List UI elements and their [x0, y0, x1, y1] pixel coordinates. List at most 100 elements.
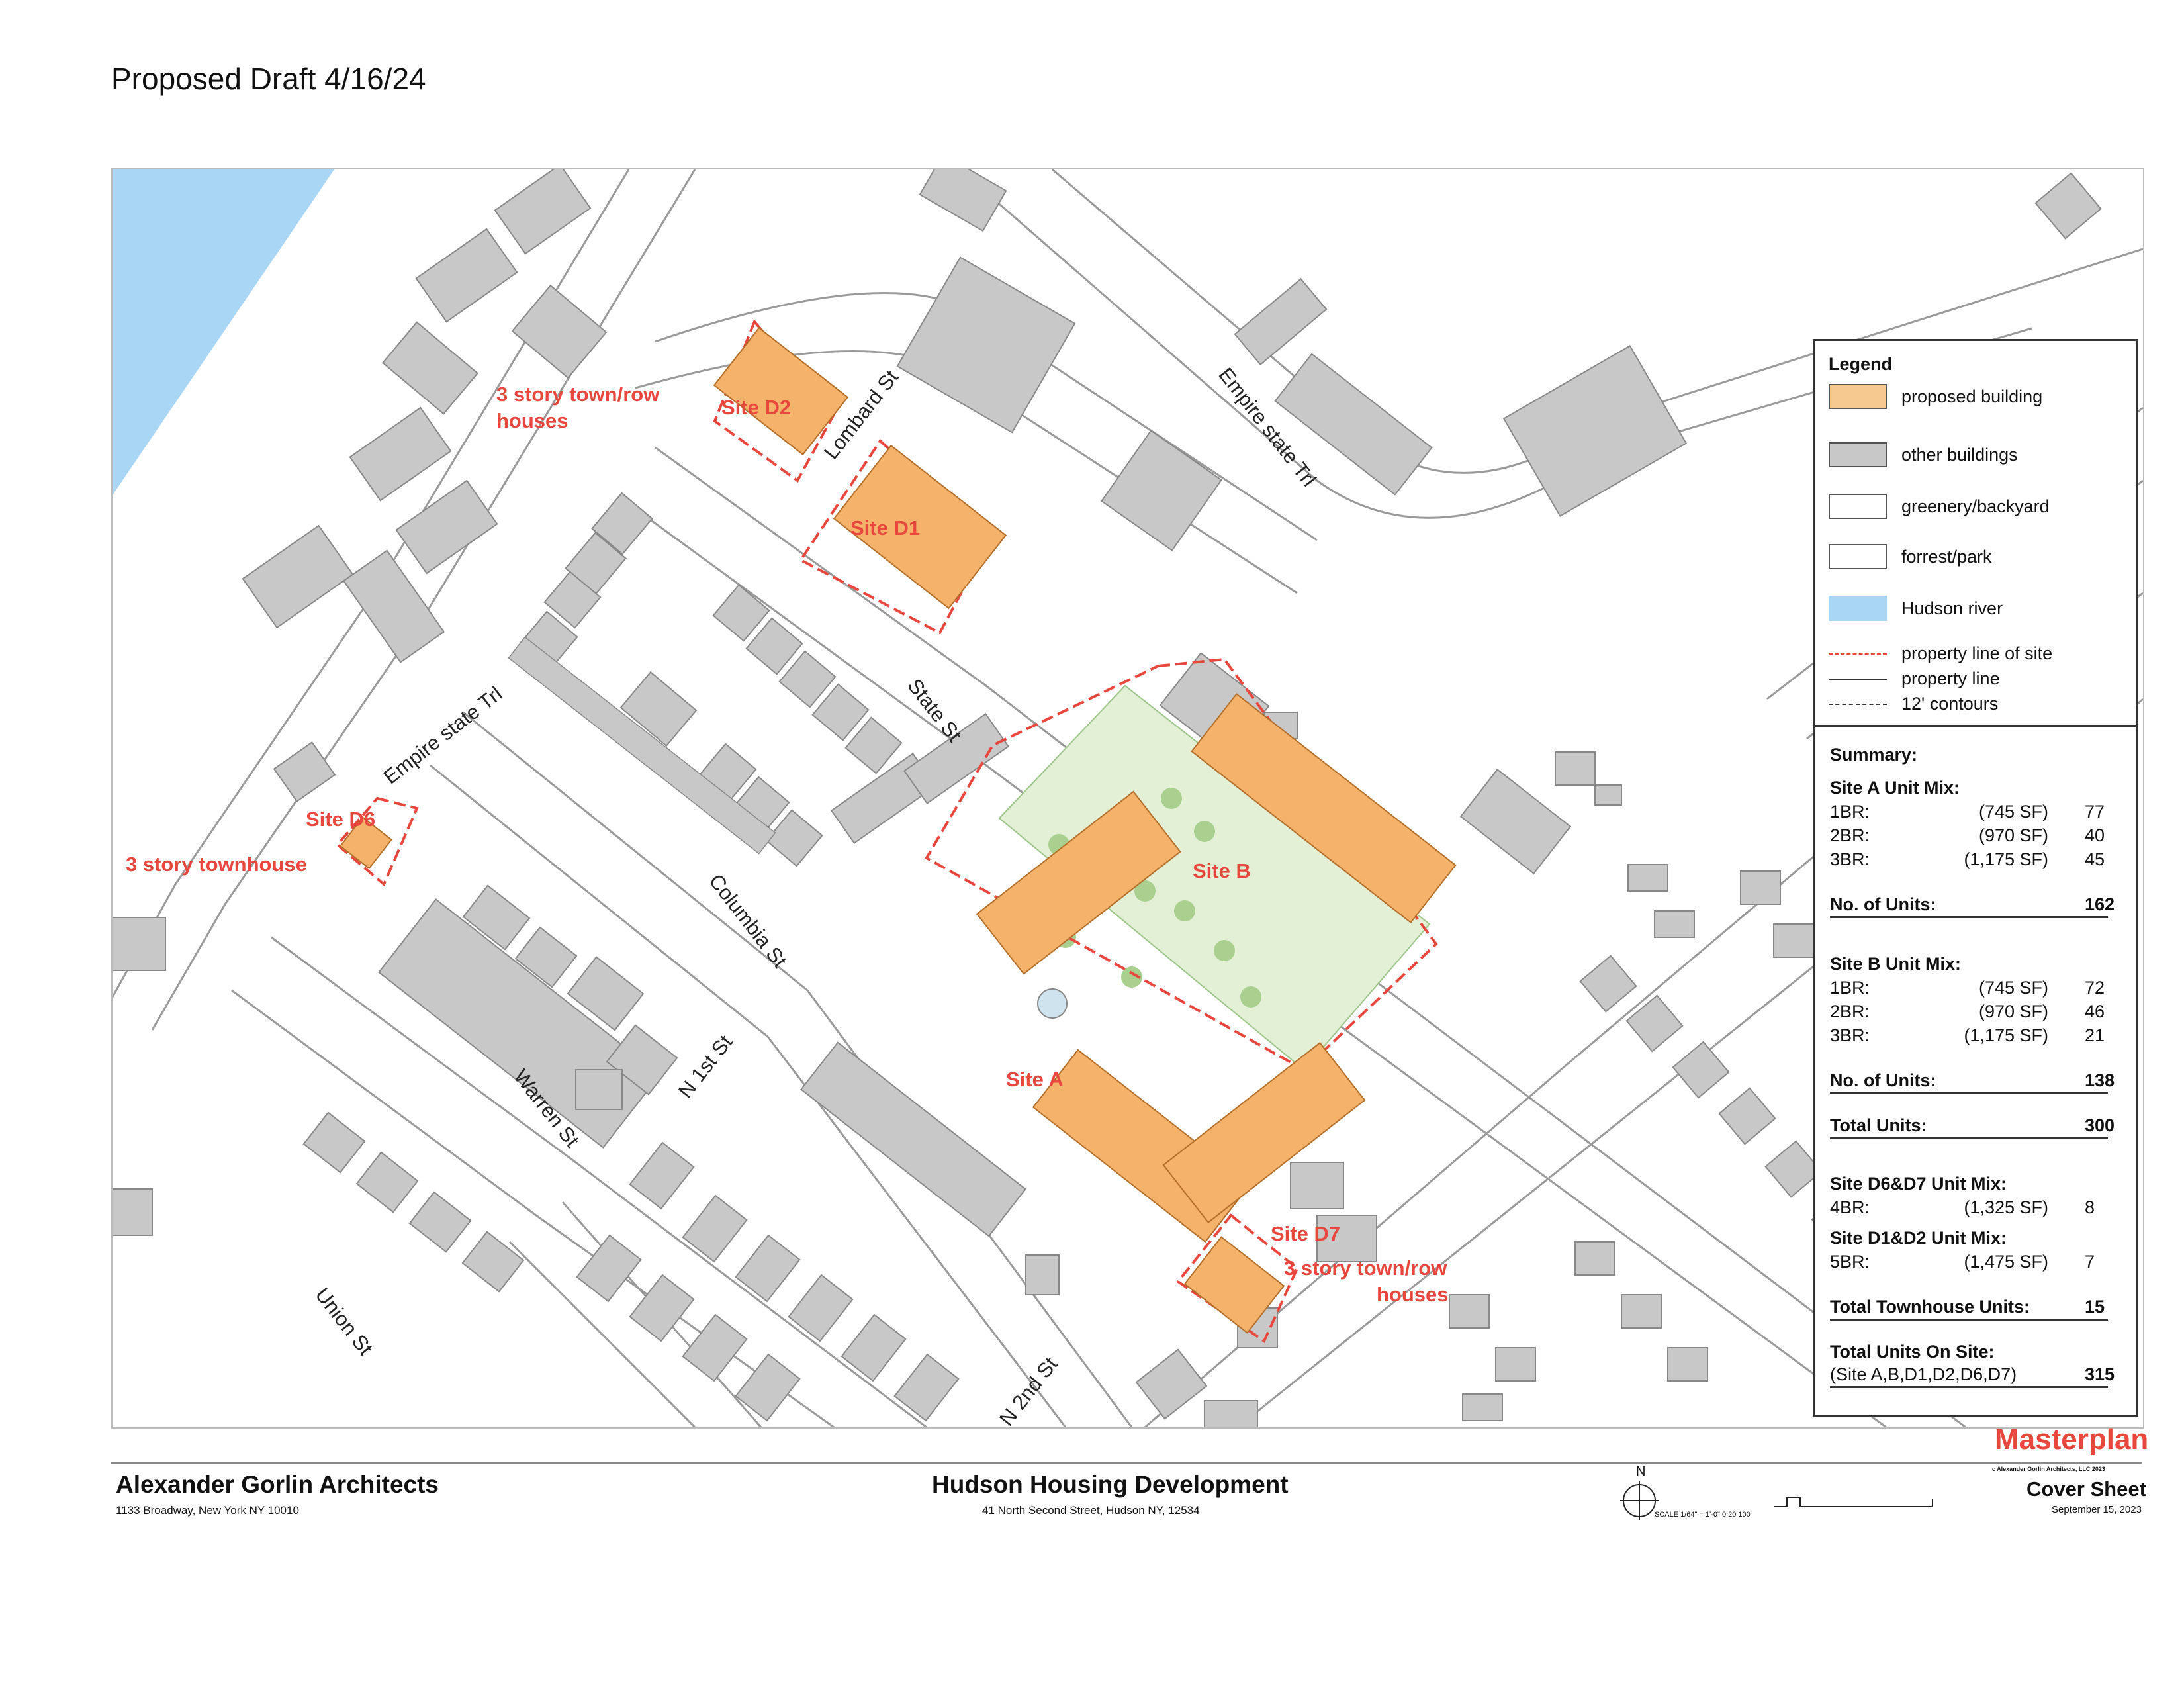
d6d7-type: 4BR: [1830, 1197, 1870, 1217]
legend-item-contours: 12' contours [1829, 689, 1998, 718]
proposed-buildings [339, 326, 1457, 1334]
site-b-2br-sf: (970 SF) [1978, 1002, 2048, 1021]
legend-item-proposed: proposed building [1829, 382, 2042, 411]
legend-label-other: other buildings [1901, 444, 2018, 465]
north-label: N [1636, 1464, 1646, 1479]
legend-item-other: other buildings [1829, 440, 2018, 469]
scale-bar-icon [1774, 1497, 1933, 1507]
copyright: c Alexander Gorlin Architects, LLC 2023 [1992, 1466, 2105, 1472]
site-label-d1: Site D1 [850, 516, 920, 539]
townhouse-units-value: 15 [2085, 1297, 2105, 1317]
legend-item-prop-line: property line [1829, 664, 2000, 693]
site-a-units-label: No. of Units: [1830, 894, 1936, 914]
onsite-units-label: Total Units On Site: [1830, 1342, 1995, 1362]
total-units-label: Total Units: [1830, 1115, 1927, 1135]
site-a-2br-count: 40 [2085, 825, 2105, 845]
site-label-d2: Site D2 [721, 396, 791, 419]
site-b-3br-sf: (1,175 SF) [1964, 1025, 2048, 1045]
legend-panel: Legend proposed building other buildings… [1813, 339, 2138, 1417]
total-units-value: 300 [2085, 1115, 2115, 1135]
legend-item-site-line: property line of site [1829, 639, 2052, 668]
street-label-union: Union St [310, 1284, 377, 1360]
project-name: Hudson Housing Development [932, 1471, 1289, 1498]
site-a-units-value: 162 [2085, 894, 2115, 914]
site-b-2br-type: 2BR: [1830, 1002, 1870, 1021]
site-a-1br-type: 1BR: [1830, 802, 1870, 821]
site-a-2br-type: 2BR: [1830, 825, 1870, 845]
site-a-3br-type: 3BR: [1830, 849, 1870, 869]
annotation-d7-line1: 3 story town/row [1284, 1256, 1447, 1280]
d6d7-sf: (1,325 SF) [1964, 1197, 2048, 1217]
onsite-units-sub: (Site A,B,D1,D2,D6,D7) [1830, 1364, 2017, 1384]
legend-label-proposed: proposed building [1901, 386, 2043, 406]
townhouse-units-label: Total Townhouse Units: [1830, 1297, 2030, 1317]
firm-name: Alexander Gorlin Architects [116, 1471, 439, 1498]
sheet-heading: Masterplan [1995, 1423, 2149, 1456]
hudson-river [113, 169, 334, 495]
d6d7-heading: Site D6&D7 Unit Mix: [1830, 1174, 2007, 1194]
other-buildings-swatch [1829, 442, 1887, 467]
d1d2-type: 5BR: [1830, 1252, 1870, 1272]
street-label-n2nd: N 2nd St [995, 1352, 1062, 1427]
legend-item-greenery: greenery/backyard [1829, 492, 2050, 521]
legend-divider [1815, 725, 2136, 727]
project-address: 41 North Second Street, Hudson NY, 12534 [982, 1504, 1200, 1517]
title-block-divider [111, 1462, 2142, 1464]
site-b-1br-count: 72 [2085, 978, 2105, 998]
site-b-units-value: 138 [2085, 1070, 2115, 1090]
onsite-units: (Site A,B,D1,D2,D6,D7) 315 [1830, 1364, 2115, 1388]
north-arrow-icon [1620, 1481, 1659, 1520]
site-a-3br-sf: (1,175 SF) [1964, 849, 2048, 869]
annotation-d2-line1: 3 story town/row [496, 383, 660, 406]
site-label-a: Site A [1006, 1068, 1064, 1091]
site-label-d6: Site D6 [306, 808, 375, 831]
site-b-3br-type: 3BR: [1830, 1025, 1870, 1045]
street-label-empire-w: Empire state Trl [379, 682, 507, 788]
site-a-3br-count: 45 [2085, 849, 2105, 869]
site-label-b: Site B [1193, 859, 1251, 882]
scale-label: SCALE 1/64" = 1'-0" 0 20 100 [1655, 1511, 1751, 1519]
firm-address: 1133 Broadway, New York NY 10010 [116, 1504, 299, 1517]
legend-label-river: Hudson river [1901, 598, 2003, 618]
sheet-date: September 15, 2023 [2052, 1504, 2142, 1515]
central-greenery [998, 684, 1431, 1071]
legend-label-site-line: property line of site [1901, 643, 2053, 663]
d6d7-count: 8 [2085, 1197, 2095, 1217]
legend-title: Legend [1829, 354, 1893, 374]
forest-swatch [1829, 544, 1887, 569]
legend-label-prop-line: property line [1901, 668, 2000, 688]
legend-label-greenery: greenery/backyard [1901, 496, 2050, 516]
legend-label-forest: forrest/park [1901, 546, 1992, 567]
site-b-units: No. of Units: 138 [1830, 1070, 2115, 1094]
site-a-units: No. of Units: 162 [1830, 894, 2115, 918]
total-units: Total Units: 300 [1830, 1115, 2115, 1139]
summary-title: Summary: [1830, 745, 1918, 765]
contours-swatch [1829, 691, 1887, 716]
onsite-units-value: 315 [2085, 1364, 2115, 1384]
site-b-1br-sf: (745 SF) [1978, 978, 2048, 998]
annotation-d7-line2: houses [1377, 1283, 1449, 1306]
legend-item-forest: forrest/park [1829, 542, 1992, 571]
site-a-1br-count: 77 [2085, 802, 2105, 821]
site-b-1br-type: 1BR: [1830, 978, 1870, 998]
legend-item-river: Hudson river [1829, 594, 2003, 623]
sheet-name: Cover Sheet [2026, 1477, 2146, 1501]
d1d2-sf: (1,475 SF) [1964, 1252, 2048, 1272]
hudson-river-swatch [1829, 596, 1887, 621]
row-houses [508, 636, 776, 855]
annotation-d2-line2: houses [496, 409, 569, 432]
proposed-building-swatch [1829, 384, 1887, 409]
site-label-d7: Site D7 [1271, 1222, 1340, 1245]
street-label-columbia: Columbia St [704, 870, 792, 972]
townhouse-units: Total Townhouse Units: 15 [1830, 1297, 2108, 1321]
site-b-3br-count: 21 [2085, 1025, 2105, 1045]
site-a-2br-sf: (970 SF) [1978, 825, 2048, 845]
legend-label-contours: 12' contours [1901, 693, 1999, 714]
d1d2-heading: Site D1&D2 Unit Mix: [1830, 1228, 2007, 1248]
street-label-n1st: N 1st St [674, 1031, 737, 1103]
draft-title: Proposed Draft 4/16/24 [111, 62, 426, 96]
site-a-heading: Site A Unit Mix: [1830, 778, 1960, 798]
site-b-heading: Site B Unit Mix: [1830, 954, 1962, 974]
annotation-d6: 3 story townhouse [126, 853, 307, 876]
fountain [1037, 988, 1068, 1019]
